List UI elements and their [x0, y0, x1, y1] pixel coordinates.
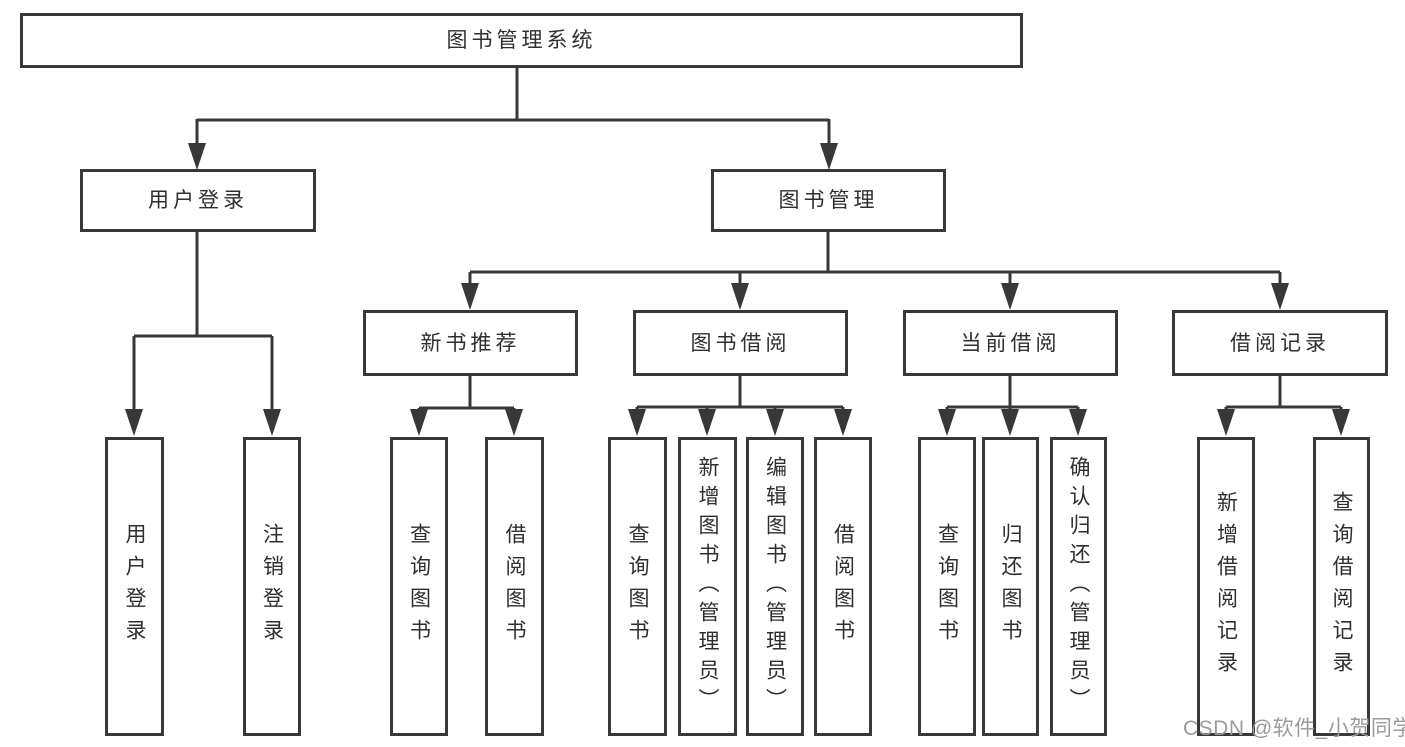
- connector-records-to-leaves: [1224, 374, 1343, 416]
- leaf-borrow-books-borrow: 借阅图书: [814, 437, 872, 736]
- arrowhead-icon: [1069, 409, 1087, 436]
- leaf-edit-book-admin: 编辑图书（管理员）: [746, 437, 804, 736]
- connector-borrow-to-leaves: [635, 374, 845, 416]
- connector-root-to-level2: [195, 66, 831, 148]
- arrowhead-icon: [263, 409, 281, 436]
- arrowhead-icon: [731, 283, 749, 310]
- arrowhead-icon: [766, 409, 784, 436]
- arrowhead-icon: [698, 409, 716, 436]
- leaf-query-books-borrow: 查询图书: [608, 437, 667, 736]
- arrowhead-icon: [410, 409, 428, 436]
- arrowhead-icon: [820, 143, 838, 170]
- arrowhead-icon: [188, 143, 206, 170]
- arrowhead-icon: [1271, 283, 1289, 310]
- node-book-borrow: 图书借阅: [633, 310, 848, 376]
- node-book-management: 图书管理: [711, 169, 946, 232]
- leaf-return-book: 归还图书: [982, 437, 1039, 736]
- csdn-watermark: CSDN @软件_小贺同学: [1183, 717, 1405, 740]
- connector-lines: [132, 66, 1343, 416]
- node-root: 图书管理系统: [20, 13, 1023, 68]
- node-current-borrow: 当前借阅: [903, 310, 1118, 376]
- leaf-user-login: 用户登录: [105, 437, 164, 736]
- leaf-query-books-current: 查询图书: [918, 437, 976, 736]
- arrowhead-icon: [1001, 409, 1019, 436]
- connector-userlogin-to-leaves: [132, 230, 274, 416]
- arrowhead-icon: [461, 283, 479, 310]
- arrowhead-icon: [125, 409, 143, 436]
- arrowhead-icon: [834, 409, 852, 436]
- arrowhead-icon: [505, 409, 523, 436]
- leaf-query-borrow-record: 查询借阅记录: [1313, 437, 1370, 736]
- leaf-confirm-return-admin: 确认归还（管理员）: [1050, 437, 1107, 736]
- leaf-logout: 注销登录: [243, 437, 301, 736]
- leaf-borrow-books-recommend: 借阅图书: [485, 437, 544, 736]
- arrowhead-icon: [938, 409, 956, 436]
- connector-bookmgmt-to-level3: [468, 230, 1282, 288]
- arrowhead-icon: [1332, 409, 1350, 436]
- arrowhead-icon: [1001, 283, 1019, 310]
- node-borrow-records: 借阅记录: [1172, 310, 1388, 376]
- arrowhead-icon: [628, 409, 646, 436]
- leaf-add-borrow-record: 新增借阅记录: [1197, 437, 1255, 736]
- node-new-book-recommend: 新书推荐: [363, 310, 578, 376]
- node-user-login: 用户登录: [80, 169, 316, 232]
- arrowhead-icon: [1217, 409, 1235, 436]
- arrowheads: [125, 143, 1350, 436]
- leaf-add-book-admin: 新增图书（管理员）: [678, 437, 737, 736]
- connector-recommend-to-leaves: [417, 374, 516, 416]
- leaf-query-books-recommend: 查询图书: [390, 437, 448, 736]
